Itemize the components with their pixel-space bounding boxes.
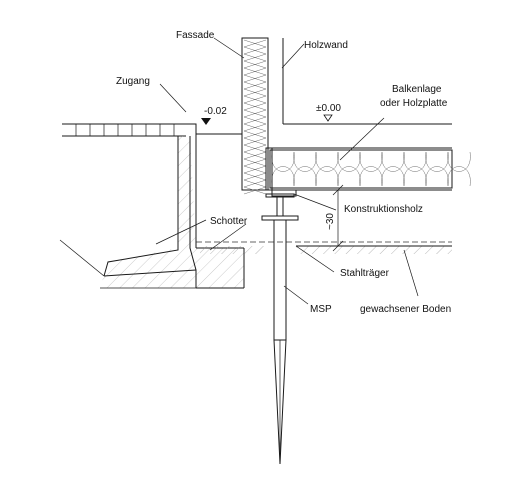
label-balkenlage: Balkenlage (392, 84, 442, 95)
label-level-entry: -0.02 (204, 106, 227, 117)
label-zugang: Zugang (116, 76, 150, 87)
label-clearance: ~30 (325, 213, 336, 230)
clearance-dimension (332, 184, 344, 252)
leader-lines (155, 37, 419, 305)
floor-beam-layer (268, 123, 471, 191)
timber-wall (267, 38, 284, 148)
entrance-platform (62, 123, 242, 248)
label-gewachsener-boden: gewachsener Boden (360, 304, 451, 315)
steel-girder (261, 193, 299, 221)
label-msp: MSP (310, 304, 332, 315)
label-konstruktionsholz: Konstruktionsholz (344, 204, 423, 215)
label-fassade: Fassade (176, 30, 215, 41)
label-schotter: Schotter (210, 216, 248, 227)
construction-timber (265, 147, 297, 197)
natural-ground (196, 241, 452, 254)
label-holzwand: Holzwand (304, 40, 348, 51)
screw-pile (273, 220, 287, 465)
label-stahltraeger: Stahlträger (340, 268, 390, 279)
label-level-zero: ±0.00 (316, 103, 341, 114)
gravel-bed (59, 136, 245, 289)
level-marker-zero (323, 114, 333, 122)
label-holzplatte: oder Holzplatte (380, 98, 448, 109)
facade-insulation (241, 37, 269, 195)
level-marker-entry (201, 118, 211, 125)
